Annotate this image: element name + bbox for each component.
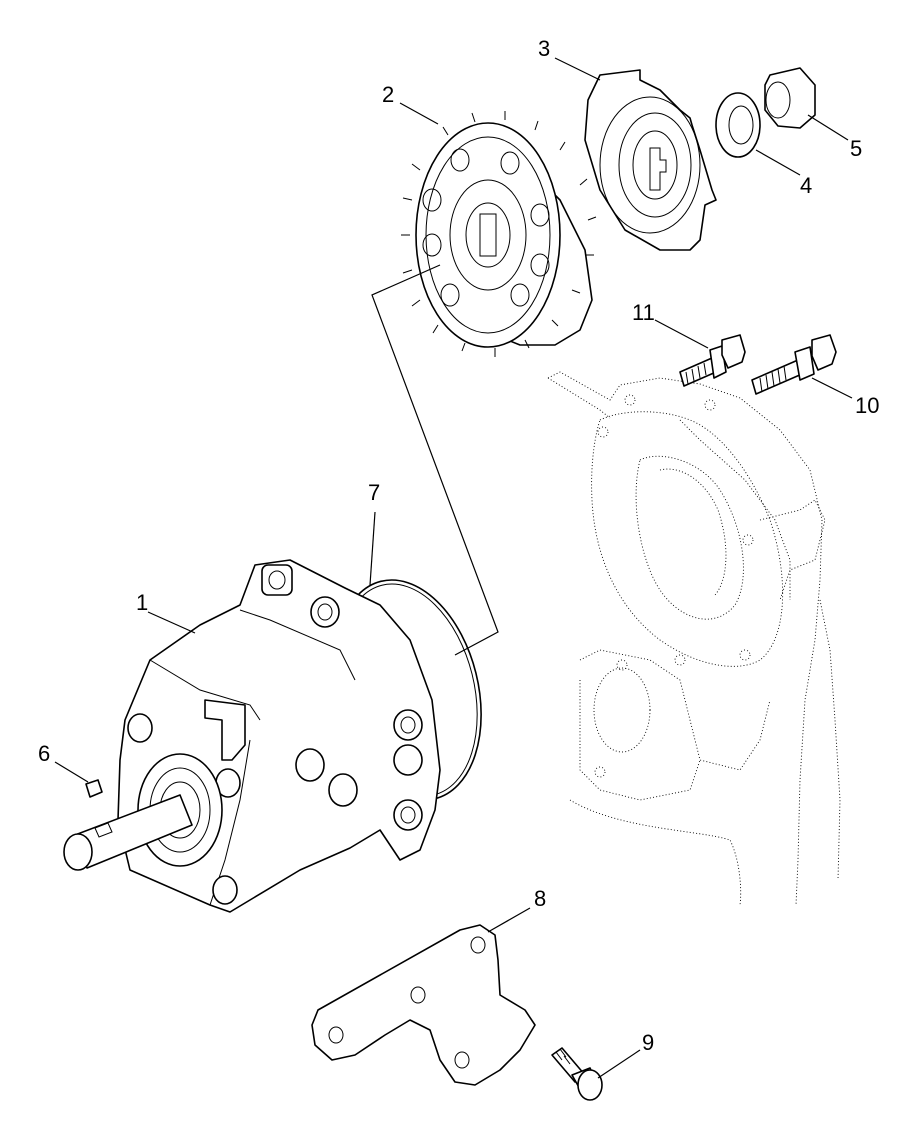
callout-labels: 1 2 3 4 5 6 7 8 9 10 11 [38,36,879,1055]
leader-lines [54,57,853,1079]
callout-7: 7 [368,480,380,505]
engine-housing-outline [547,371,841,906]
plate-part-3 [584,69,717,251]
callout-5: 5 [850,136,862,161]
callout-10: 10 [855,393,879,418]
callout-3: 3 [538,36,550,61]
bolt-part-10 [751,334,837,395]
callout-2: 2 [382,82,394,107]
nut-part-5 [764,67,816,129]
callout-4: 4 [800,173,812,198]
callout-6: 6 [38,741,50,766]
pump-body-part-1 [63,559,441,913]
callout-1: 1 [136,590,148,615]
bolt-part-11 [679,334,746,387]
key-part-6 [85,779,103,798]
bracket-part-8 [311,924,536,1086]
gear-part-2 [401,111,597,357]
alignment-line [371,264,499,656]
callout-9: 9 [642,1030,654,1055]
washer-part-4 [715,92,761,158]
callout-8: 8 [534,886,546,911]
callout-11: 11 [632,300,655,325]
bolt-part-9 [551,1047,603,1101]
